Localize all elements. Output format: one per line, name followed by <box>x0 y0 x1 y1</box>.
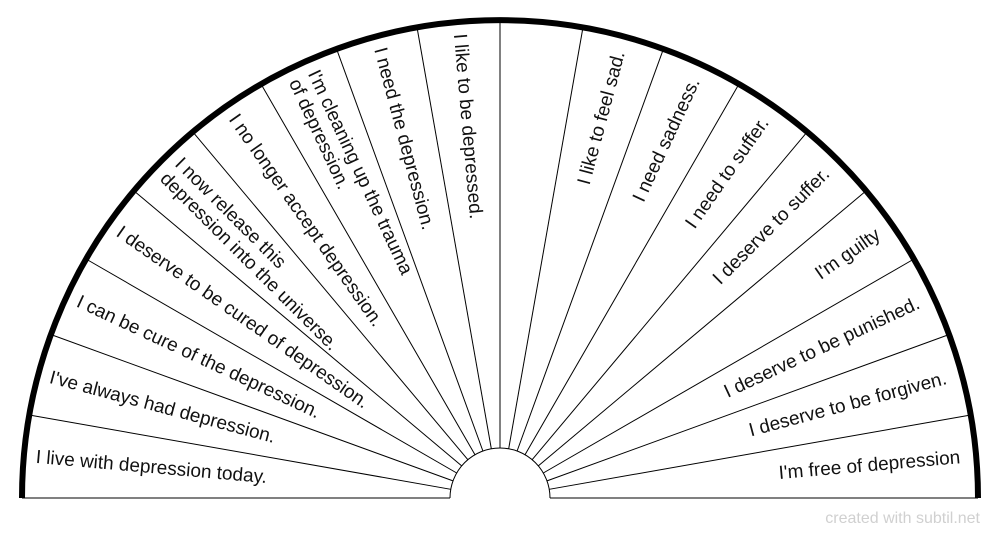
sector-divider <box>50 334 454 482</box>
inner-arc <box>449 447 551 499</box>
sector-label: I'm free of depression <box>778 447 961 484</box>
sector-label: I need to suffer. <box>681 114 773 233</box>
sector-divider <box>192 131 469 461</box>
sector-divider <box>531 131 808 461</box>
sector-divider <box>133 190 463 467</box>
sector-divider <box>85 258 457 474</box>
sector-divider <box>516 48 664 452</box>
sector-divider <box>336 48 484 452</box>
sector-divider <box>546 334 950 482</box>
sector-divider <box>524 83 740 455</box>
sector-label: I'm guilty <box>811 224 884 284</box>
sector-divider <box>416 27 492 449</box>
sector-label: I like to be depressed. <box>449 33 486 220</box>
sector-divider <box>543 258 915 474</box>
sector-divider <box>260 83 476 455</box>
sector-divider <box>537 190 867 467</box>
watermark: created with subtil.net <box>825 510 980 527</box>
sector-label: I like to feel sad. <box>574 49 630 187</box>
outer-arc <box>19 17 981 499</box>
sector-label: I need sadness. <box>629 75 705 205</box>
sector-divider <box>549 414 971 490</box>
sector-divider <box>508 27 584 449</box>
sector-label: I live with depression today. <box>35 447 268 488</box>
sector-divider <box>29 414 451 490</box>
